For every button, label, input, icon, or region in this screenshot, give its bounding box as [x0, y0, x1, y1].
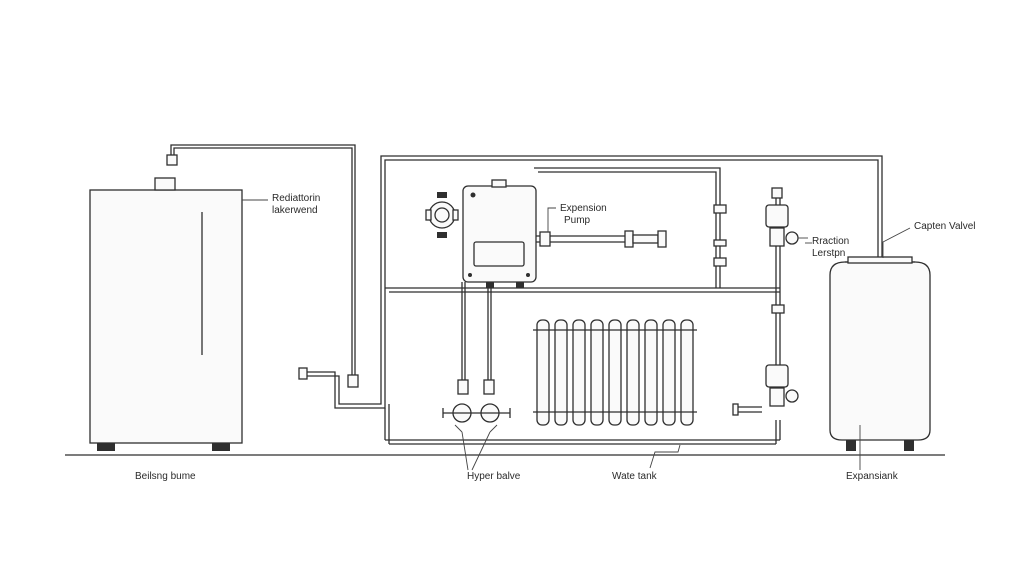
label-hyper-valve: Hyper balve [467, 471, 521, 482]
label-reaction: Rraction Lerstpn [812, 236, 849, 260]
label-reaction-line1: Rraction [812, 236, 850, 247]
label-pump-line1: Expension [560, 203, 607, 214]
gauge-icon [425, 192, 459, 238]
radiator-icon [533, 319, 697, 469]
label-pump-line2: Pump [564, 215, 591, 226]
label-water-tank: Wate tank [612, 471, 657, 482]
label-valve-right: Capten Valvel [914, 221, 976, 232]
return-pipe [298, 155, 725, 409]
control-box-icon [462, 179, 667, 288]
label-boiler-top-line1: Rediattorin [272, 193, 321, 204]
label-expansion-tank: Expansiank [846, 471, 898, 482]
boiler-icon [89, 177, 243, 451]
flue-pipe [166, 144, 359, 388]
label-leaders [242, 199, 812, 244]
reaction-valve-icon [732, 187, 808, 416]
label-pump: Expension Pump [560, 203, 607, 227]
label-boiler-top-line2: lakerwend [272, 205, 318, 216]
valve-icon [442, 403, 511, 471]
expansion-tank-icon [829, 227, 931, 470]
label-boiler-bottom: Beilsng bume [135, 471, 196, 482]
supply-drop-pipes [457, 282, 495, 395]
label-reaction-line2: Lerstpn [812, 248, 846, 259]
label-boiler-top: Rediattorin lakerwend [272, 193, 320, 217]
